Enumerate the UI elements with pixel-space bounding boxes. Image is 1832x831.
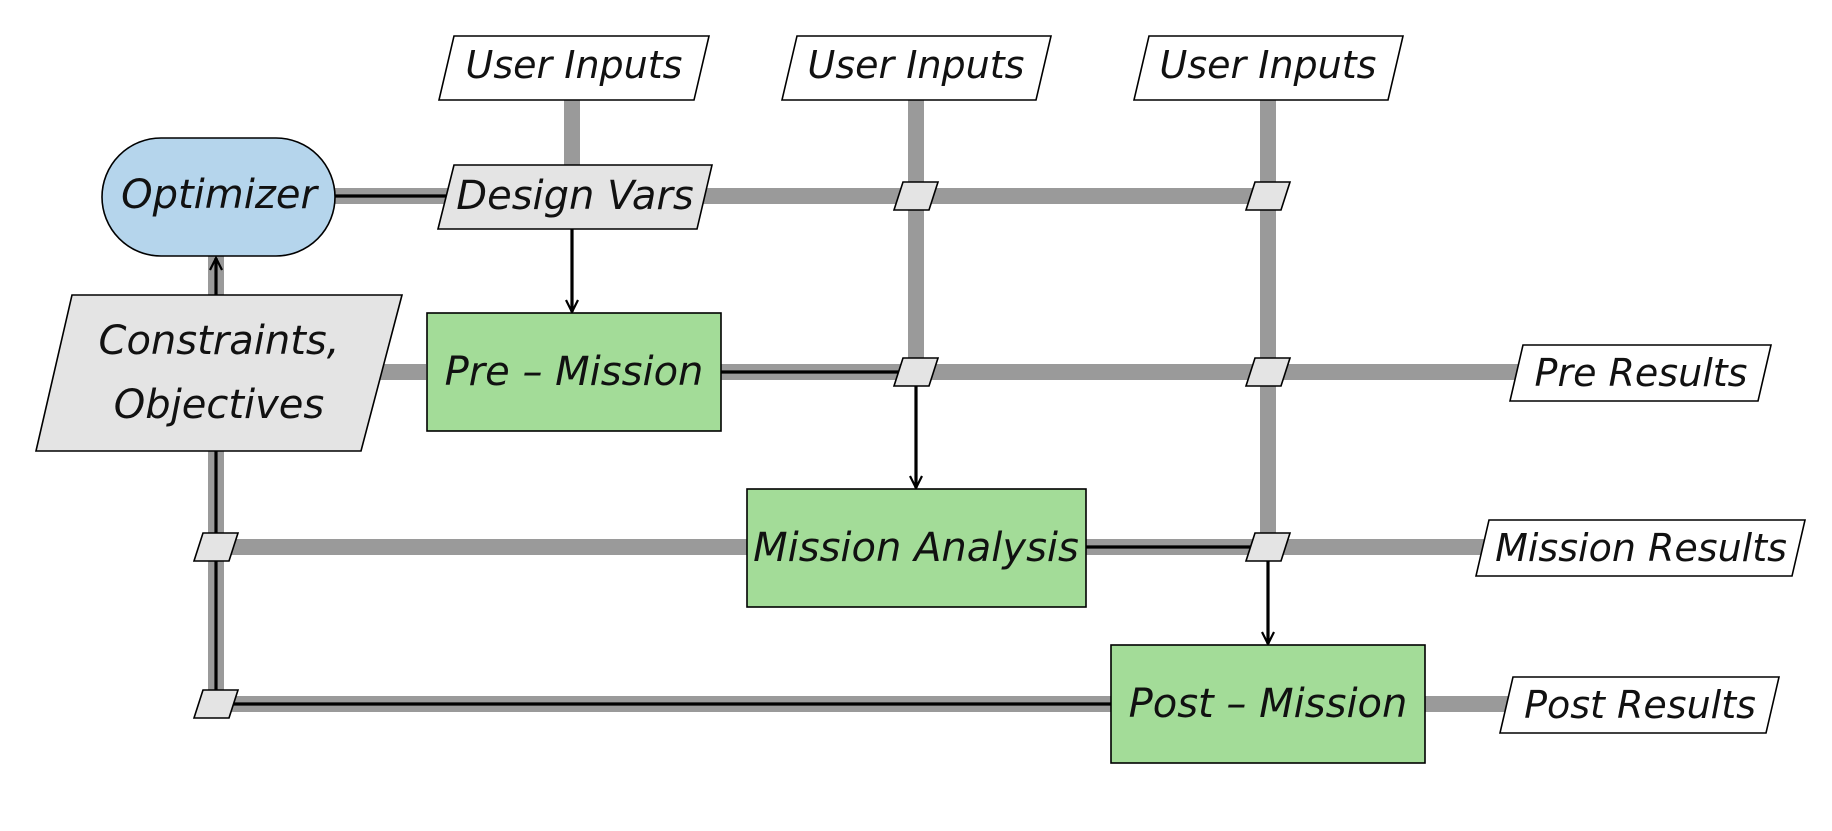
pre-mission: Pre – Mission	[426, 312, 722, 432]
optimizer-label: Optimizer	[121, 172, 319, 218]
pre-mission-label: Pre – Mission	[445, 349, 704, 395]
mission-results-label: Mission Results	[1495, 526, 1787, 570]
process-lines	[216, 194, 1268, 706]
design-vars-label: Design Vars	[456, 173, 693, 219]
junction-pre-2	[892, 357, 940, 387]
junction-post-left	[192, 689, 240, 719]
mission-analysis-box	[746, 488, 1087, 608]
post-mission-box	[1110, 644, 1426, 764]
post-results: Post Results	[1498, 676, 1781, 734]
optimizer: Optimizer	[101, 137, 336, 257]
mission-analysis-label: Mission Analysis	[753, 525, 1079, 571]
junctions	[192, 181, 1292, 719]
user-inputs-3: User Inputs	[1132, 35, 1405, 101]
pre-mission-box	[426, 312, 722, 432]
user-inputs-1-label: User Inputs	[466, 43, 683, 87]
junction-pre-3	[1244, 357, 1292, 387]
pre-results-box	[1508, 344, 1773, 402]
mission-results-box	[1474, 519, 1807, 577]
design-vars-box	[436, 164, 714, 230]
user-inputs-2-label: User Inputs	[808, 43, 1025, 87]
data-lines	[208, 98, 1520, 712]
optimizer-box	[101, 137, 336, 257]
constraints-objectives-box	[34, 294, 404, 452]
post-mission: Post – Mission	[1110, 644, 1426, 764]
post-results-box	[1498, 676, 1781, 734]
user-inputs-3-box	[1132, 35, 1405, 101]
objectives-label: Objectives	[114, 382, 325, 428]
user-inputs-1: User Inputs	[437, 35, 711, 101]
user-inputs-2-box	[780, 35, 1053, 101]
pre-results-label: Pre Results	[1535, 351, 1748, 395]
user-inputs-3-label: User Inputs	[1160, 43, 1377, 87]
post-mission-label: Post – Mission	[1129, 681, 1408, 727]
junction-dv-3	[1244, 181, 1292, 211]
constraints-label: Constraints,	[99, 318, 340, 364]
user-inputs-2: User Inputs	[780, 35, 1053, 101]
pre-results: Pre Results	[1508, 344, 1773, 402]
junction-dv-2	[892, 181, 940, 211]
mission-analysis: Mission Analysis	[746, 488, 1087, 608]
junction-mission-3	[1244, 532, 1292, 562]
post-results-label: Post Results	[1524, 683, 1756, 727]
junction-mission-left	[192, 532, 240, 562]
user-inputs-1-box	[437, 35, 711, 101]
design-vars: Design Vars	[436, 164, 714, 230]
mission-results: Mission Results	[1474, 519, 1807, 577]
constraints-objectives: Constraints, Objectives	[34, 294, 404, 452]
